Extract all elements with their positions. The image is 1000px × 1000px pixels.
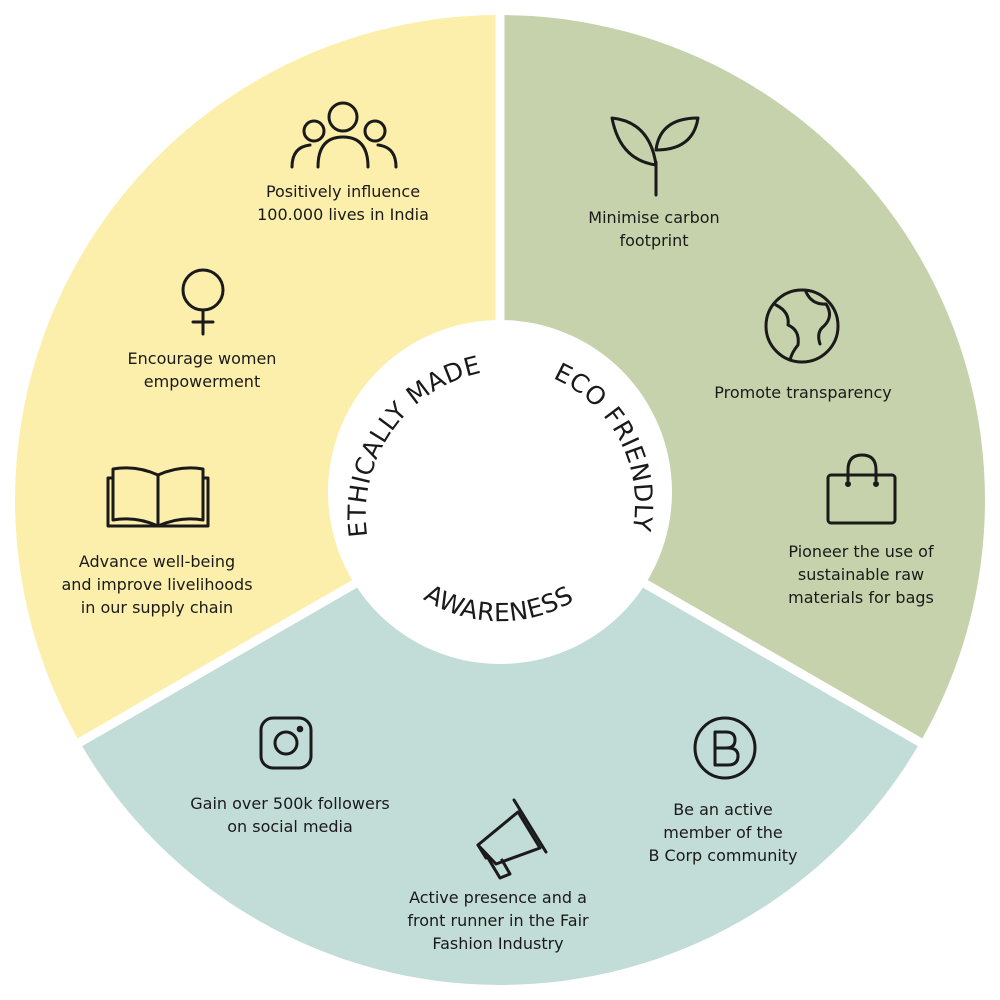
people-icon <box>290 101 398 169</box>
label-social-followers: Gain over 500k followers on social media <box>190 794 390 836</box>
globe-icon <box>764 288 840 364</box>
instagram-icon <box>259 716 313 770</box>
shopping-bag-icon <box>826 453 897 525</box>
female-symbol-icon <box>181 268 225 336</box>
label-women-empowerment: Encourage women empowerment <box>127 349 277 391</box>
center-hub <box>328 320 672 664</box>
label-promote-transparency: Promote transparency <box>714 383 892 402</box>
b-corp-icon <box>693 716 757 780</box>
sector-awareness <box>80 500 920 985</box>
label-pioneer-sustainable: Pioneer the use of sustainable raw mater… <box>788 542 934 607</box>
label-positively-influence: Positively influence 100.000 lives in In… <box>257 182 429 224</box>
label-advance-well-being: Advance well-being and improve livelihoo… <box>61 552 253 617</box>
label-b-corp: Be an active member of the B Corp commun… <box>648 800 798 865</box>
sprout-icon <box>610 116 700 197</box>
label-fair-fashion: Active presence and a front runner in th… <box>407 888 589 953</box>
label-minimise-carbon: Minimise carbon footprint <box>588 208 720 250</box>
megaphone-icon <box>476 798 548 880</box>
open-book-icon <box>106 466 210 528</box>
